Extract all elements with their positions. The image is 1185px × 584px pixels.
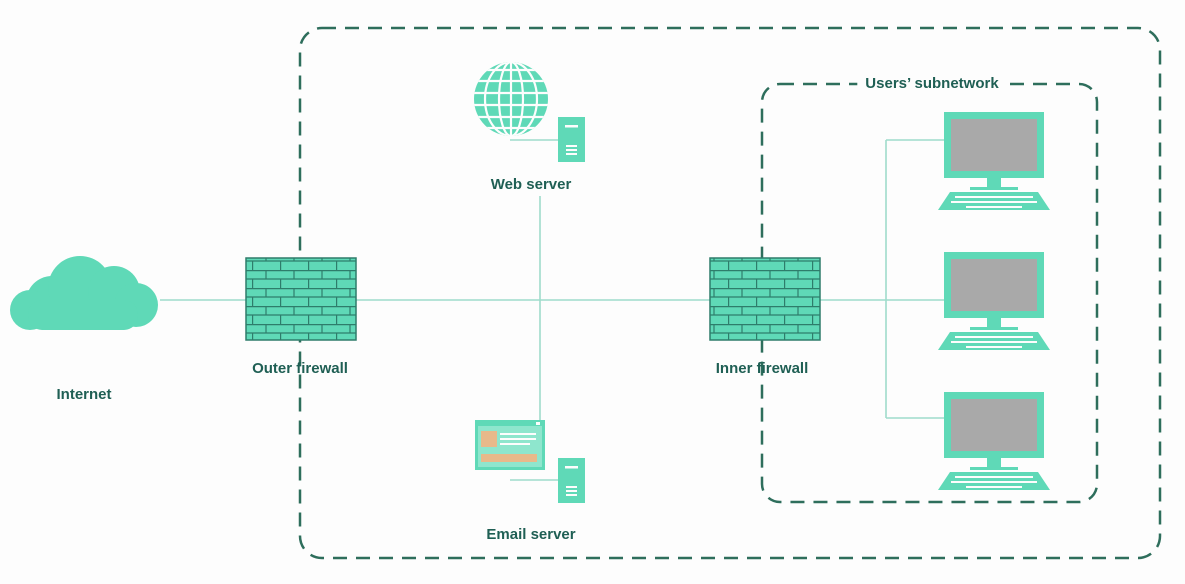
outer-firewall-icon — [245, 257, 357, 341]
cloud-icon — [10, 256, 158, 330]
users-subnetwork-label: Users’ subnetwork — [857, 75, 1007, 93]
internet-label: Internet — [56, 386, 112, 403]
globe-icon — [474, 62, 548, 136]
web-server-tower-icon — [558, 117, 585, 162]
email-server-tower-icon — [558, 458, 585, 503]
connection-lines — [160, 139, 944, 481]
inner-firewall-label: Inner firewall — [715, 360, 809, 377]
computer-icon — [938, 392, 1050, 490]
computer-icon — [938, 112, 1050, 210]
email-server-label: Email server — [486, 526, 576, 543]
inner-firewall-icon — [709, 257, 821, 341]
web-server-label: Web server — [490, 176, 572, 193]
computer-icon — [938, 252, 1050, 350]
outer-firewall-label: Outer firewall — [252, 360, 348, 377]
email-window-icon — [475, 420, 545, 470]
